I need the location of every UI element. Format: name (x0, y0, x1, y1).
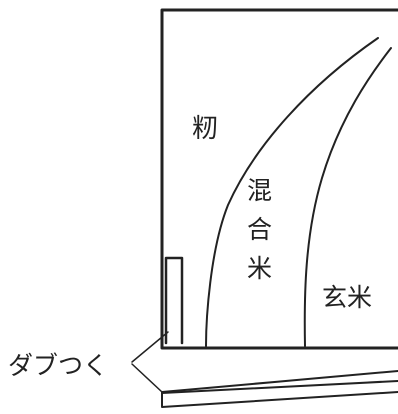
boundary-momi-mixed (205, 37, 379, 347)
label-mixed-1: 混 (247, 176, 272, 205)
bin-frame (160, 8, 398, 350)
label-mixed-3: 米 (247, 254, 272, 283)
label-dabutsuku: ダブつく (8, 351, 108, 380)
label-mixed-2: 合 (247, 215, 272, 244)
bottom-plate-1 (161, 370, 398, 393)
bottom-plate-2 (161, 380, 398, 394)
callout-line-lower (131, 363, 163, 393)
bottom-plate-3 (161, 391, 398, 408)
label-genmai: 玄米 (322, 283, 372, 312)
boundary-mixed-genmai (303, 47, 392, 347)
label-momi: 籾 (192, 114, 218, 144)
callout-line-upper (131, 331, 169, 363)
gate-partition (164, 256, 184, 345)
